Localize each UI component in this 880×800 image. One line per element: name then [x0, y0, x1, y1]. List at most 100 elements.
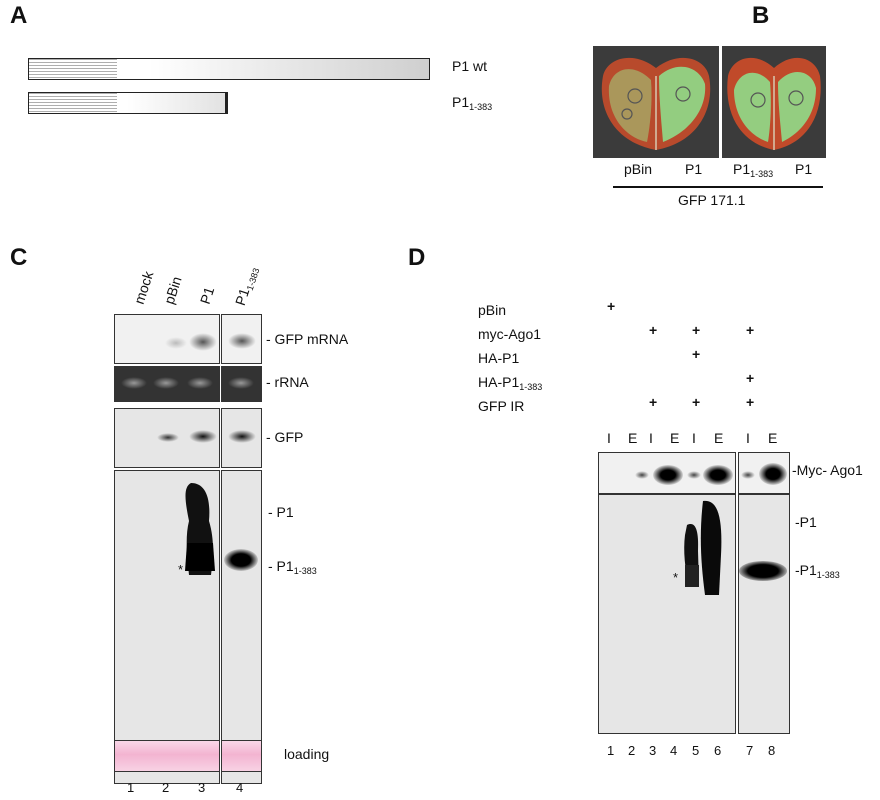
construct-bar-p1-1-383	[28, 92, 228, 114]
row-label-myc-ago1: -Myc- Ago1	[792, 462, 863, 478]
condition-mark: +	[692, 394, 701, 410]
lane-number: 4	[236, 780, 244, 795]
fraction-label: E	[714, 430, 724, 446]
condition-label-ha-p1-1-383: HA-P11-383	[478, 374, 543, 392]
leaf-image-right	[722, 46, 826, 158]
asterisk-marker: *	[178, 562, 184, 577]
construct-label-p1-1-383: P11-383	[452, 94, 493, 112]
condition-mark: +	[692, 346, 701, 362]
band	[759, 463, 787, 485]
leaf-image-left	[593, 46, 719, 158]
condition-label-myc-ago1: myc-Ago1	[478, 326, 542, 342]
blot-loading-main	[114, 740, 220, 772]
lane-number: 1	[607, 743, 615, 758]
band	[653, 465, 683, 485]
lane-number: 2	[628, 743, 636, 758]
band	[228, 377, 254, 389]
band	[121, 377, 147, 389]
panel-letter-c: C	[10, 244, 28, 271]
condition-mark: +	[607, 298, 616, 314]
lane-header-p1: P1	[196, 284, 218, 306]
blot-gfp-side	[221, 408, 262, 468]
band	[224, 549, 258, 571]
blot-gfp-main	[114, 408, 220, 468]
blot-rrna-side	[221, 366, 262, 402]
blot-gfp-mrna-side	[221, 314, 262, 364]
lane-number: 8	[768, 743, 776, 758]
fraction-label: I	[607, 430, 611, 446]
row-label-p1-d: -P1	[795, 514, 817, 530]
band	[228, 430, 256, 443]
blot-rrna-main	[114, 366, 220, 402]
row-label-p1-1-383: - P11-383	[268, 558, 317, 576]
fraction-label: I	[649, 430, 653, 446]
blot-p1-side	[221, 470, 262, 784]
lane-header-pbin: pBin	[160, 274, 185, 306]
band	[189, 333, 217, 351]
condition-mark: +	[746, 322, 755, 338]
panel-letter-b: B	[752, 2, 770, 29]
band	[687, 471, 701, 479]
panel-letter-a: A	[10, 2, 28, 29]
condition-mark: +	[746, 394, 755, 410]
lane-number: 7	[746, 743, 754, 758]
band	[228, 333, 256, 349]
leaf-drawing-left	[601, 57, 711, 150]
row-label-gfp: - GFP	[266, 429, 304, 445]
lane-number: 3	[198, 780, 206, 795]
blot-myc-ago1-main	[598, 452, 736, 494]
band	[157, 433, 179, 442]
lane-header-mock: mock	[130, 269, 157, 306]
fraction-label: I	[692, 430, 696, 446]
condition-mark: +	[692, 322, 701, 338]
row-label-p1-1-383-d: -P11-383	[795, 562, 840, 580]
condition-label-pbin: pBin	[478, 302, 507, 318]
blot-p1-ip-main	[598, 494, 736, 734]
band	[165, 337, 187, 349]
blot-p1-ip-side	[738, 494, 790, 734]
group-underline	[613, 186, 823, 188]
band	[703, 465, 733, 485]
lane-number: 5	[692, 743, 700, 758]
leaf-lane-label-pbin: pBin	[624, 161, 653, 177]
construct-label-p1-wt: P1 wt	[452, 58, 488, 74]
p1-smear	[185, 483, 215, 575]
row-label-p1: - P1	[268, 504, 294, 520]
blot-p1-main	[114, 470, 220, 784]
hatched-domain	[29, 93, 117, 113]
lane-number: 1	[127, 780, 135, 795]
lane-number: 6	[714, 743, 722, 758]
leaf-drawing-right	[727, 57, 821, 150]
blot-gfp-mrna-main	[114, 314, 220, 364]
lane-number: 4	[670, 743, 678, 758]
fraction-label: E	[768, 430, 778, 446]
lane-number: 3	[649, 743, 657, 758]
blot-loading-side	[221, 740, 262, 772]
construct-bar-p1-wt	[28, 58, 430, 80]
band	[739, 561, 787, 581]
row-label-gfp-mrna: - GFP mRNA	[266, 331, 349, 347]
fraction-label: E	[628, 430, 638, 446]
condition-label-gfp-ir: GFP IR	[478, 398, 525, 414]
leaf-lane-label-p1-1-383: P11-383	[733, 161, 774, 179]
band	[189, 430, 217, 443]
condition-label-ha-p1: HA-P1	[478, 350, 520, 366]
lane-number: 2	[162, 780, 170, 795]
leaf-lane-label-p1: P1	[685, 161, 703, 177]
band	[153, 377, 179, 389]
blot-myc-ago1-side	[738, 452, 790, 494]
condition-mark: +	[649, 394, 658, 410]
fraction-label: E	[670, 430, 680, 446]
fraction-label: I	[746, 430, 750, 446]
hatched-domain	[29, 59, 117, 79]
band	[187, 377, 213, 389]
panel-letter-d: D	[408, 244, 426, 271]
band	[741, 471, 755, 479]
condition-mark: +	[649, 322, 658, 338]
lane-header-p1-1-383: P11-383	[231, 266, 262, 308]
asterisk-marker-d: *	[673, 570, 679, 585]
group-label: GFP 171.1	[678, 192, 746, 208]
condition-mark: +	[746, 370, 755, 386]
p1-ip-smear	[684, 500, 722, 595]
row-label-rrna: - rRNA	[266, 374, 309, 390]
